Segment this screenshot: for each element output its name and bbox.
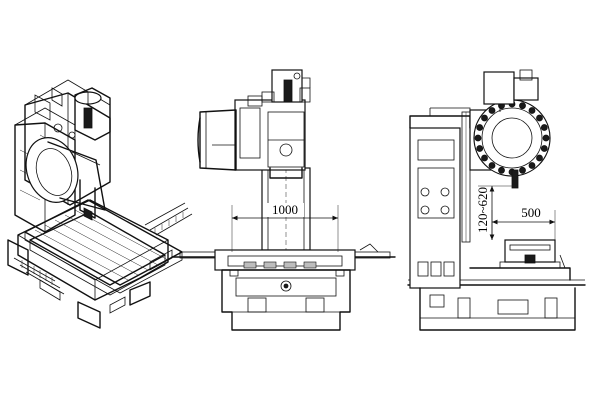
magazine-pocket (519, 102, 526, 110)
isometric-view (7, 79, 193, 329)
magazine-pocket (481, 154, 488, 162)
magazine-pocket (536, 154, 543, 162)
dimension-front-width: 1000 (272, 202, 298, 217)
front-view: 1000 (171, 69, 396, 331)
magazine-pocket (536, 114, 543, 122)
magazine-pocket (528, 162, 536, 169)
magazine-pocket (488, 107, 496, 114)
dimension-side-height: 120~620 (475, 187, 490, 233)
magazine-pocket (476, 124, 484, 131)
dimension-side-width: 500 (521, 205, 541, 220)
magazine-pocket (488, 162, 496, 169)
magazine-pocket (540, 124, 548, 131)
magazine-pocket (528, 107, 536, 114)
magazine-pocket (519, 166, 526, 174)
side-view: 500 120~620 (407, 69, 586, 331)
magazine-pocket (474, 134, 482, 142)
magazine-pocket (540, 145, 548, 152)
magazine-pocket (542, 134, 550, 142)
magazine-pocket (481, 114, 488, 122)
magazine-pocket (476, 145, 484, 152)
magazine-pocket (498, 166, 505, 174)
